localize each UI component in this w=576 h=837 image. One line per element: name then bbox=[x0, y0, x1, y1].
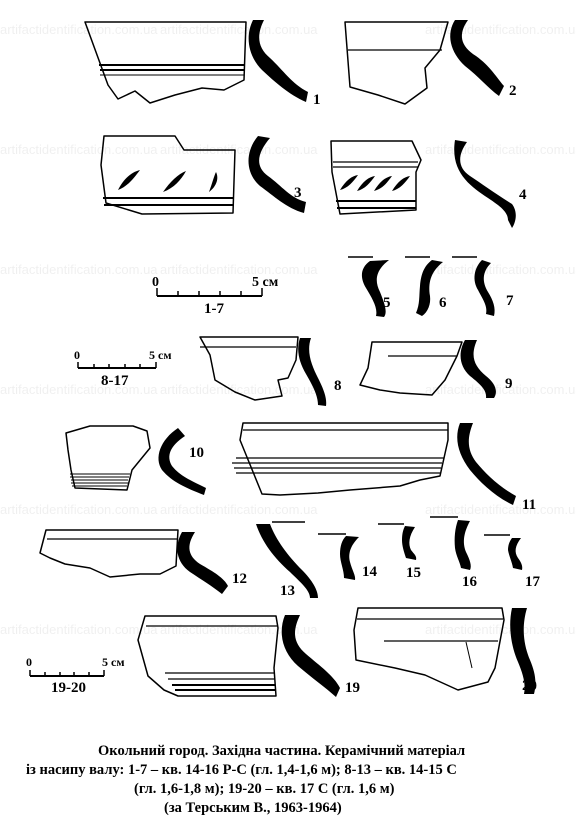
sherd-5-profile bbox=[361, 260, 389, 317]
sherd-13-profile bbox=[256, 524, 318, 598]
sherd-9-profile bbox=[460, 340, 496, 398]
sherd-number: 11 bbox=[522, 497, 537, 513]
sherd-number: 13 bbox=[280, 583, 295, 599]
sherd-number: 16 bbox=[462, 574, 477, 590]
scale-bar-1-7 bbox=[156, 288, 263, 297]
sherd-drawings bbox=[29, 20, 536, 697]
sherd-number: 15 bbox=[406, 565, 421, 581]
sherd-3-profile bbox=[248, 136, 306, 213]
scale-zero-label: 0 bbox=[26, 655, 32, 669]
scale-bar-19-20 bbox=[29, 670, 105, 677]
caption-line-2: із насипу валу: 1-7 – кв. 14-16 Р-С (гл.… bbox=[26, 762, 457, 778]
sherd-20-profile bbox=[510, 608, 536, 694]
scale-zero-label: 0 bbox=[74, 348, 80, 362]
scale-end-label: 5 см bbox=[252, 275, 279, 290]
sherd-1-profile bbox=[248, 20, 308, 102]
scale-name: 1-7 bbox=[204, 301, 224, 317]
sherd-number: 9 bbox=[505, 376, 513, 392]
scale-bar-8-17 bbox=[77, 362, 157, 369]
sherd-16-profile bbox=[454, 520, 471, 570]
sherd-number: 19 bbox=[345, 680, 360, 696]
sherd-1-outline bbox=[84, 21, 247, 104]
sherd-number: 12 bbox=[232, 571, 247, 587]
sherd-number: 3 bbox=[294, 185, 302, 201]
sherd-11-profile bbox=[457, 423, 516, 505]
sherd-17-profile bbox=[508, 538, 523, 570]
sherd-2-outline bbox=[344, 21, 449, 105]
sherd-12-profile bbox=[177, 532, 228, 594]
sherd-number: 1 bbox=[313, 92, 321, 108]
sherd-19-outline bbox=[137, 615, 279, 697]
sherd-15-profile bbox=[402, 526, 417, 560]
sherd-number: 2 bbox=[509, 83, 517, 99]
sherd-3-outline bbox=[100, 135, 236, 215]
sherd-number: 14 bbox=[362, 564, 377, 580]
sherd-2-profile bbox=[450, 20, 504, 96]
sherd-14-profile bbox=[340, 536, 359, 580]
figure-caption: Окольний город. Західна частина. Кераміч… bbox=[0, 742, 576, 818]
sherd-number: 8 bbox=[334, 378, 342, 394]
caption-line-4: (за Терським В., 1963-1964) bbox=[164, 800, 342, 816]
sherd-6-profile bbox=[416, 260, 443, 316]
sherd-9-outline bbox=[359, 341, 463, 396]
ceramic-plate: artifactidentification.com.ua artifactid… bbox=[0, 20, 576, 697]
scale-zero-label: 0 bbox=[152, 275, 159, 290]
sherd-number: 4 bbox=[519, 187, 527, 203]
scale-name: 19-20 bbox=[51, 680, 86, 696]
sherd-20-outline bbox=[353, 607, 505, 691]
sherd-10-profile bbox=[158, 428, 206, 495]
caption-line-1: Окольний город. Західна частина. Кераміч… bbox=[98, 743, 466, 759]
sherd-number: 6 bbox=[439, 295, 447, 311]
sherd-7-profile bbox=[474, 260, 495, 316]
sherd-4-profile bbox=[454, 140, 516, 228]
sherd-19-profile bbox=[281, 615, 340, 697]
scale-end-label: 5 см bbox=[149, 348, 172, 362]
caption-line-3: (гл. 1,6-1,8 м); 19-20 – кв. 17 С (гл. 1… bbox=[134, 781, 395, 797]
sherd-10-outline bbox=[65, 425, 151, 491]
scale-name: 8-17 bbox=[101, 373, 129, 389]
sherd-number: 5 bbox=[383, 295, 391, 311]
sherd-number: 10 bbox=[189, 445, 204, 461]
sherd-8-profile bbox=[298, 338, 327, 406]
scale-end-label: 5 см bbox=[102, 655, 125, 669]
sherd-8-outline bbox=[199, 336, 299, 401]
sherd-11-outline bbox=[232, 422, 449, 496]
sherd-number: 7 bbox=[506, 293, 514, 309]
sherd-number: 17 bbox=[525, 574, 540, 590]
sherd-4-outline bbox=[330, 140, 422, 215]
sherd-number: 20 bbox=[522, 678, 537, 694]
sherd-12-outline bbox=[39, 529, 179, 578]
